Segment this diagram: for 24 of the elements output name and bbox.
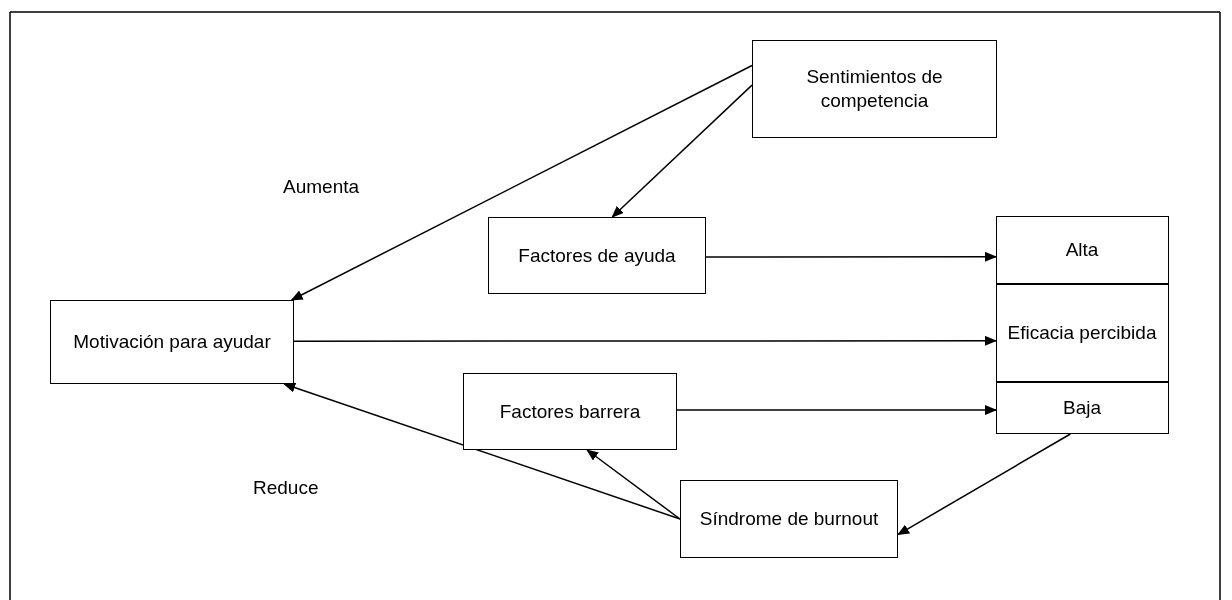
arrow [283, 382, 681, 520]
arrow [290, 64, 753, 301]
box-label: Factores de ayuda [518, 243, 676, 268]
arrow [293, 335, 997, 346]
arrow [705, 251, 997, 262]
box-label: Eficacia percibida [1007, 320, 1157, 345]
annotation-text: Reduce [253, 477, 319, 499]
annotation-text: Aumenta [283, 176, 360, 198]
box-label: Sentimientos de competencia [805, 65, 944, 113]
arrow [586, 449, 681, 520]
process-box [488, 217, 706, 294]
box-label: Baja [1063, 395, 1101, 420]
process-box [680, 480, 898, 558]
arrow [676, 405, 997, 416]
box-label: Síndrome de burnout [699, 507, 879, 531]
box-label: Alta [1065, 237, 1099, 262]
process-box [463, 373, 677, 450]
arrow [611, 84, 753, 218]
box-label: Factores barrera [499, 399, 641, 424]
box-label: Motivación para ayudar [73, 330, 271, 354]
process-box [50, 300, 294, 384]
table-section [995, 283, 1169, 382]
process-box [752, 40, 997, 138]
arrow [897, 433, 1072, 536]
